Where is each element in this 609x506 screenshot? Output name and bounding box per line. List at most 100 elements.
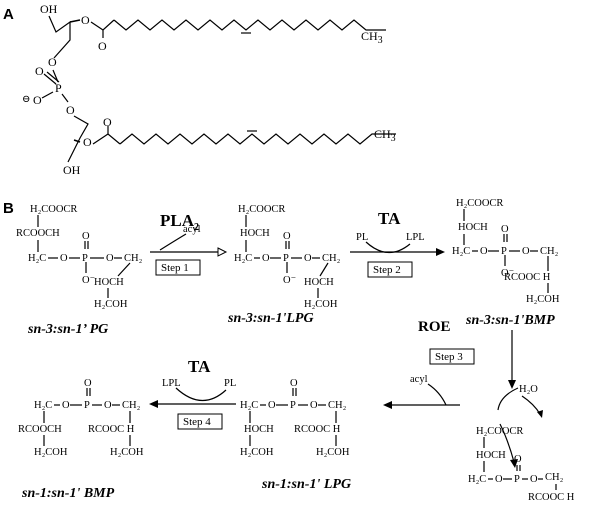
lpg1-p: P bbox=[283, 253, 289, 264]
arrow-to-lpg-2-head bbox=[383, 401, 392, 409]
fatty-chain-top bbox=[113, 19, 386, 31]
lpg2-ch2: CH₂ bbox=[328, 400, 347, 411]
bmp1-o1: O bbox=[480, 246, 488, 257]
int-rcooch: RCOOC H bbox=[528, 492, 575, 503]
name-sn1-sn1-bmp: sn-1:sn-1' BMP bbox=[21, 486, 115, 501]
pg-ch2: CH₂ bbox=[124, 253, 143, 264]
lpg1-ch2: CH₂ bbox=[322, 253, 341, 264]
step-3-reaction: ROE Step 3 bbox=[418, 319, 516, 389]
bmp2-h2c: H₂C bbox=[34, 400, 52, 411]
lpg1-h2coh: H₂COH bbox=[304, 299, 338, 310]
acyl-release-curve-1 bbox=[159, 233, 187, 251]
step-3-box bbox=[429, 348, 475, 365]
glycerol-bottom-bonds bbox=[67, 115, 89, 163]
lpg1-h2c: H₂C bbox=[234, 253, 252, 264]
transacylation-curve-2 bbox=[175, 387, 227, 402]
bmp1-h2c: H₂C bbox=[452, 246, 470, 257]
step-1-label: Step 1 bbox=[161, 262, 189, 274]
lpg2-h2coh2: H₂COH bbox=[316, 447, 350, 458]
compound-lpg-2: H₂C O P O O CH₂ HOCH H₂COH RCOOC H H₂COH… bbox=[240, 378, 351, 492]
wedge-bottom bbox=[73, 139, 81, 143]
step-2-box bbox=[367, 261, 413, 278]
step-3-lower-arrow: acyl bbox=[383, 374, 460, 409]
pg-rcooch: RCOOCH bbox=[16, 228, 60, 239]
int-h2c: H₂C bbox=[468, 474, 486, 485]
hydroxyl-bottom: OH bbox=[63, 163, 81, 177]
step-2-reaction: TA PL LPL Step 2 bbox=[350, 209, 445, 278]
pg-h2coocr: H₂COOCR bbox=[30, 204, 77, 215]
glycerol-top-bonds bbox=[48, 15, 71, 59]
bmp2-h2coh2: H₂COH bbox=[110, 447, 144, 458]
lpg1-o-double: O bbox=[283, 231, 291, 242]
phosphate-o-lower: O bbox=[66, 103, 75, 117]
bmp2-ch2: CH₂ bbox=[122, 400, 141, 411]
methyl-top: CH3 bbox=[361, 29, 383, 46]
water-arrowhead bbox=[537, 410, 543, 418]
pg-o1: O bbox=[60, 253, 68, 264]
acyl-label-2: acyl bbox=[410, 374, 428, 385]
ester-o-top: O bbox=[81, 13, 90, 27]
compound-lpg-1: H₂COOCR HOCH H₂C O P O O⁻ O CH₂ HOCH H₂C… bbox=[227, 204, 341, 326]
lpl-label-2: LPL bbox=[162, 378, 181, 389]
intermediate-bmp: H₂O H₂COOCR HOCH H₂C O P O O CH₂ RCOOC H bbox=[468, 384, 575, 503]
lpl-label-1: LPL bbox=[406, 232, 425, 243]
pg-hoch: HOCH bbox=[94, 277, 124, 288]
enzyme-ta-2: TA bbox=[188, 357, 211, 376]
panel-a-structure: OH O O CH3 O P O O ⊖ O OH O O CH3 bbox=[22, 2, 396, 177]
bond-p-o-lower bbox=[61, 93, 69, 103]
p-double-o-1 bbox=[43, 73, 57, 85]
pg-h2coh: H₂COH bbox=[94, 299, 128, 310]
compound-bmp-1: H₂COOCR HOCH H₂C O P O O⁻ O CH₂ RCOOC H … bbox=[452, 198, 560, 328]
bmp1-hoch: HOCH bbox=[458, 222, 488, 233]
step-1-arrowhead bbox=[217, 247, 228, 257]
pl-label-2: PL bbox=[224, 378, 236, 389]
pg-p: P bbox=[82, 253, 88, 264]
bmp1-h2coocr: H₂COOCR bbox=[456, 198, 503, 209]
wedge-top bbox=[69, 19, 81, 23]
int-o-double: O bbox=[514, 454, 522, 465]
bmp2-o-double: O bbox=[84, 378, 92, 389]
ester-bond-bottom bbox=[92, 133, 121, 145]
ester-o-bottom: O bbox=[83, 135, 92, 149]
pg-o-double: O bbox=[82, 231, 90, 242]
bond-p-ominus bbox=[41, 91, 54, 99]
int-h2coocr: H₂COOCR bbox=[476, 426, 523, 437]
lpg2-o2: O bbox=[310, 400, 318, 411]
negative-charge: ⊖ bbox=[22, 94, 30, 105]
step-2-arrowhead bbox=[436, 248, 445, 256]
phosphorus: P bbox=[55, 81, 62, 95]
lpg2-rcooch: RCOOC H bbox=[294, 424, 341, 435]
bmp1-o-double: O bbox=[501, 224, 509, 235]
lpg2-h2coh: H₂COH bbox=[240, 447, 274, 458]
p-double-o-2 bbox=[46, 71, 60, 83]
bmp1-ch2: CH₂ bbox=[540, 246, 559, 257]
step-4-reaction: TA LPL PL Step 4 bbox=[149, 357, 236, 430]
int-ch2: CH₂ bbox=[545, 472, 564, 483]
step-1-box bbox=[155, 259, 201, 276]
lpg1-o-minus: O⁻ bbox=[283, 275, 296, 286]
lpg1-o2: O bbox=[304, 253, 312, 264]
water-label: H₂O bbox=[519, 384, 538, 395]
int-o2: O bbox=[530, 474, 538, 485]
int-hoch: HOCH bbox=[476, 450, 506, 461]
methyl-bottom: CH3 bbox=[374, 127, 396, 144]
bmp2-rcooch: RCOOCH bbox=[18, 424, 62, 435]
water-release-curve bbox=[521, 395, 541, 415]
bmp2-p: P bbox=[84, 400, 90, 411]
hydroxyl-top: OH bbox=[40, 2, 58, 16]
bmp2-o1: O bbox=[62, 400, 70, 411]
pl-label-1: PL bbox=[356, 232, 368, 243]
lpg2-h2c: H₂C bbox=[240, 400, 258, 411]
fatty-chain-bottom bbox=[119, 133, 396, 145]
lpg1-o1: O bbox=[262, 253, 270, 264]
name-sn3-sn1-lpg: sn-3:sn-1'LPG bbox=[227, 311, 314, 326]
lpg2-hoch: HOCH bbox=[244, 424, 274, 435]
bmp2-o2: O bbox=[104, 400, 112, 411]
acyl-release-curve-2 bbox=[427, 383, 447, 406]
phosphate-o-upper: O bbox=[48, 55, 57, 69]
name-sn1-sn1-lpg: sn-1:sn-1' LPG bbox=[261, 477, 351, 492]
panel-label-b: B bbox=[3, 200, 14, 217]
bmp1-h2coh: H₂COH bbox=[526, 294, 560, 305]
bmp2-h2coh: H₂COH bbox=[34, 447, 68, 458]
